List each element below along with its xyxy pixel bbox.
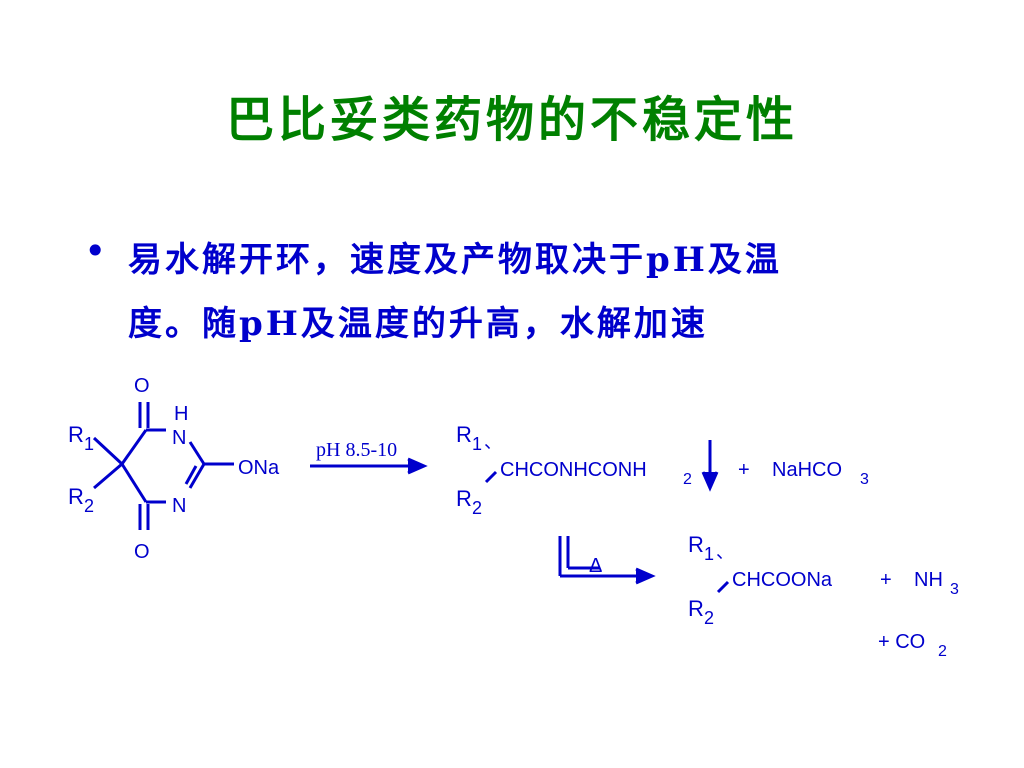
reactant-r1-subscript: 1 [84,434,94,454]
heat-arrow-icon [558,536,656,585]
bullet-point-icon: • [84,229,107,273]
reaction-scheme: O O H N N ONa R 1 R 2 pH 8.5-10 R 1 、 R … [68,375,959,660]
product-r1-bond: 、 [716,542,734,562]
bullet-text-line-1: 易水解开环，速度及产物取决于pH及温 [128,240,782,280]
reactant-h: H [174,403,188,425]
product-nh3: NH [914,569,943,591]
reactant-o-bottom: O [134,541,150,563]
heat-symbol: Δ [589,555,602,577]
product-co2: + CO [878,631,925,653]
intermediate-byproduct-subscript: 3 [860,471,869,488]
product-r2-bond [716,580,730,594]
product-r1: R [688,532,704,557]
reactant-n-bottom: N [172,495,186,517]
intermediate-plus: + [738,459,750,481]
reactant-structure [92,402,234,530]
down-arrow-icon [701,440,719,492]
reactant-o-top: O [134,375,150,397]
reaction-arrow-icon [310,457,428,475]
intermediate-r2: R [456,486,472,511]
intermediate-r1-subscript: 1 [472,434,482,454]
product-r2: R [688,596,704,621]
reactant-n-top: N [172,427,186,449]
reaction-condition: pH 8.5-10 [316,439,397,461]
page-title: 巴比妥类药物的不稳定性 [225,92,798,148]
intermediate-r1-bond: 、 [484,432,502,452]
reactant-r1: R [68,422,84,447]
intermediate-main-subscript: 2 [683,471,692,488]
intermediate-r2-bond [484,470,498,484]
intermediate-main: CHCONHCONH [500,459,647,481]
intermediate-r1: R [456,422,472,447]
product-r1-subscript: 1 [704,544,714,564]
intermediate-r2-subscript: 2 [472,498,482,518]
reactant-ona: ONa [238,457,280,479]
product-nh3-subscript: 3 [950,581,959,598]
reactant-r2: R [68,484,84,509]
intermediate-byproduct: NaHCO [772,459,842,481]
product-plus: + [880,569,892,591]
bullet-text-line-2: 度。随pH及温度的升高，水解加速 [128,304,708,344]
product-co2-subscript: 2 [938,643,947,660]
product-r2-subscript: 2 [704,608,714,628]
reactant-r2-subscript: 2 [84,496,94,516]
product-main: CHCOONa [732,569,833,591]
